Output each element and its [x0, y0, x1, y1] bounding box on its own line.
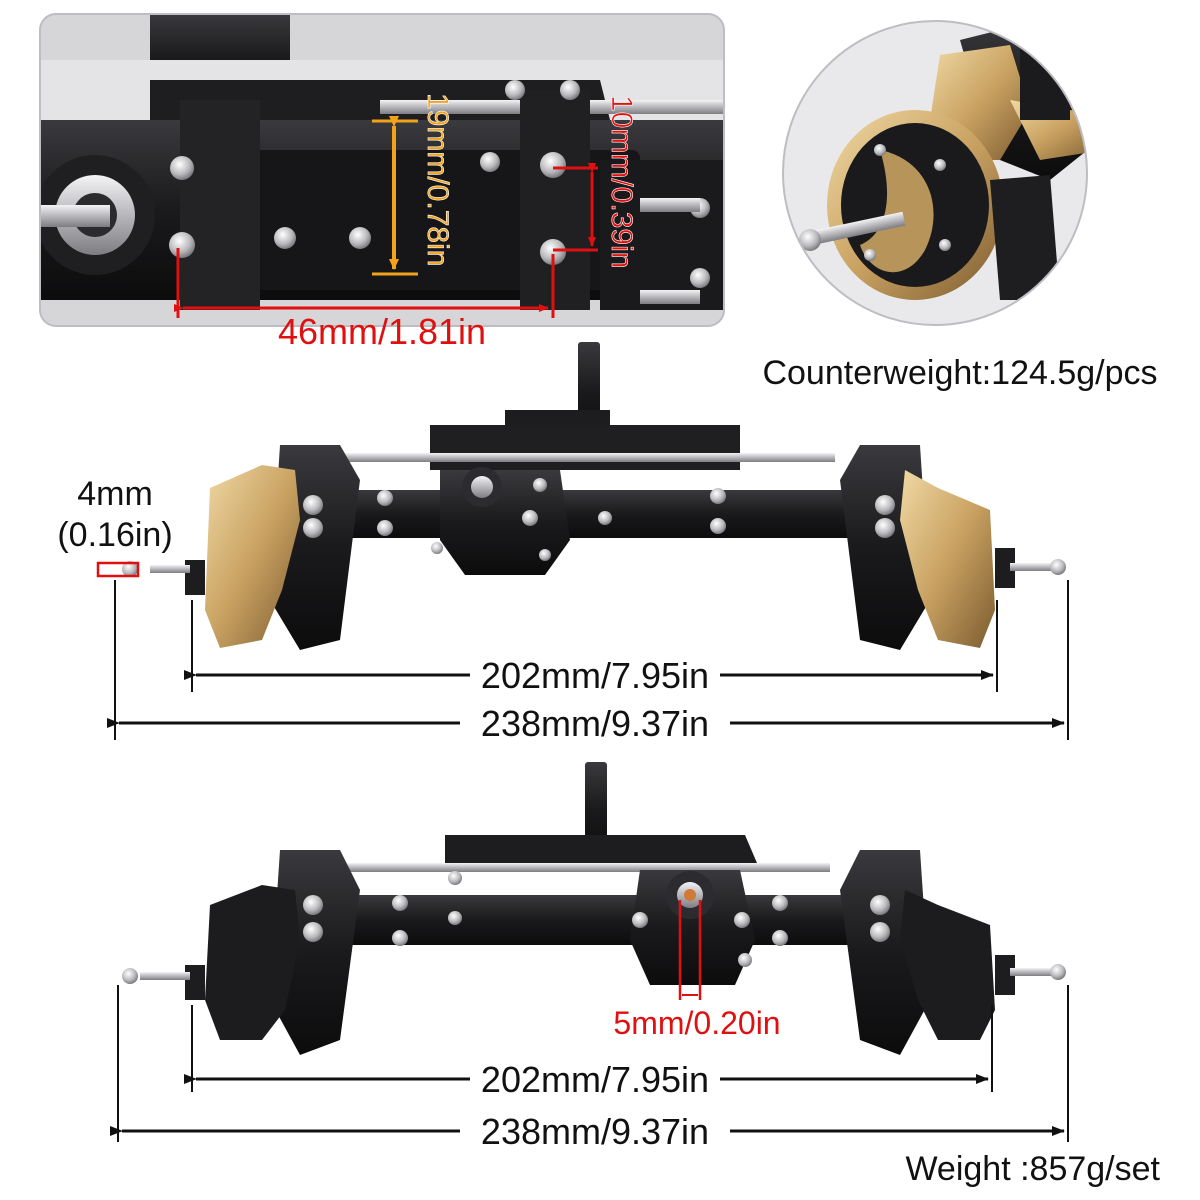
front-inner-width-label: 202mm/7.95in [481, 655, 709, 696]
width-dimension: 46mm/1.81in [174, 248, 555, 352]
shaft-label-line1: 4mm [77, 475, 153, 513]
rear-outer-width-label: 238mm/9.37in [481, 1111, 709, 1152]
front-inner-width-dimension: 202mm/7.95in [184, 600, 998, 696]
shaft-diameter-dimension: 4mm (0.16in) [57, 475, 173, 578]
brass-axle-photo [122, 342, 1066, 650]
rear-outer-width-dimension: 238mm/9.37in [110, 985, 1069, 1152]
black-axle-photo [122, 762, 1066, 1055]
shaft-label-line2: (0.16in) [57, 516, 172, 554]
width-label: 46mm/1.81in [278, 311, 486, 352]
counterweight-label: Counterweight:124.5g/pcs [762, 354, 1157, 392]
front-outer-width-label: 238mm/9.37in [481, 703, 709, 744]
rear-inner-width-dimension: 202mm/7.95in [184, 1005, 993, 1100]
axle-closeup-photo [39, 13, 725, 327]
counterweight-photo [782, 20, 1088, 326]
weight-label: Weight :857g/set [905, 1150, 1160, 1188]
height-dimension: 19mm/0.78in [372, 93, 454, 276]
height-label: 19mm/0.78in [421, 93, 454, 266]
front-outer-width-dimension: 238mm/9.37in [107, 580, 1069, 744]
hole-spacing-label: 10mm/0.39in [605, 95, 638, 268]
pinion-label: 5mm/0.20in [613, 1005, 780, 1041]
pinion-dimension: 5mm/0.20in [613, 900, 781, 1041]
hole-spacing-dimension: 10mm/0.39in [553, 95, 638, 269]
rear-inner-width-label: 202mm/7.95in [481, 1059, 709, 1100]
